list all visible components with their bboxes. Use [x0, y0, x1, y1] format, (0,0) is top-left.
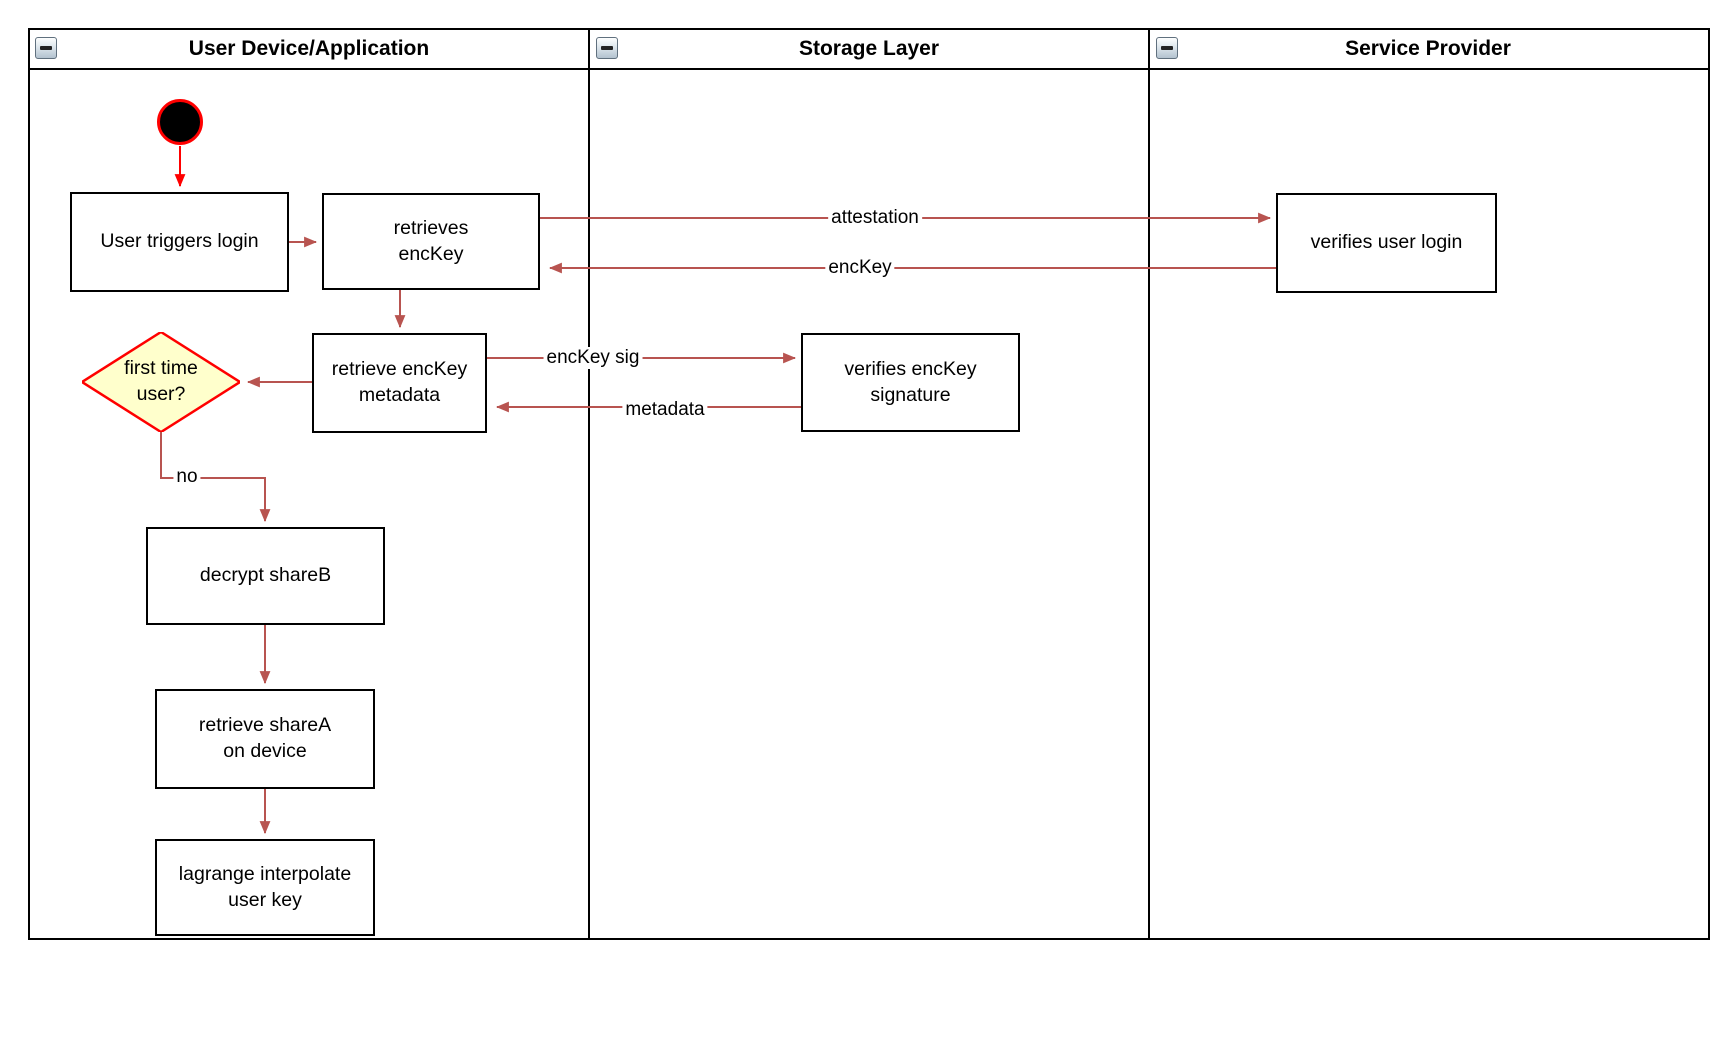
decision-label: first time user? [124, 357, 198, 405]
lane-title: Storage Layer [798, 37, 940, 60]
minus-icon [40, 46, 52, 50]
edge-label-metadata[interactable]: metadata [622, 399, 708, 421]
lane-separator-1 [588, 28, 590, 940]
lane-header-service-provider[interactable]: Service Provider [1150, 30, 1706, 68]
edge-label-enckey[interactable]: encKey [825, 257, 895, 279]
collapse-lane-icon[interactable] [1156, 37, 1178, 59]
lane-title: User Device/Application [188, 37, 430, 60]
collapse-lane-icon[interactable] [596, 37, 618, 59]
minus-icon [1161, 46, 1173, 50]
edge-label-attestation[interactable]: attestation [828, 207, 922, 229]
minus-icon [601, 46, 613, 50]
node-lagrange-interpolate[interactable]: lagrange interpolate user key [155, 839, 375, 936]
node-verifies-enckey-signature[interactable]: verifies encKey signature [801, 333, 1020, 432]
lane-header-user-device[interactable]: User Device/Application [30, 30, 588, 68]
edge-label-enckey-sig[interactable]: encKey sig [543, 347, 643, 369]
node-retrieves-enckey[interactable]: retrieves encKey [322, 193, 540, 290]
node-retrieve-enckey-metadata[interactable]: retrieve encKey metadata [312, 333, 487, 433]
node-decrypt-shareb[interactable]: decrypt shareB [146, 527, 385, 625]
initial-state-node[interactable] [157, 99, 203, 145]
lane-title: Service Provider [1345, 37, 1511, 60]
lane-header-storage-layer[interactable]: Storage Layer [590, 30, 1148, 68]
lane-header-divider [28, 68, 1710, 70]
edge-label-no[interactable]: no [173, 466, 201, 488]
node-user-triggers-login[interactable]: User triggers login [70, 192, 289, 292]
node-retrieve-sharea[interactable]: retrieve shareA on device [155, 689, 375, 789]
lane-separator-2 [1148, 28, 1150, 940]
decision-first-time-user[interactable]: first time user? [82, 332, 240, 432]
diamond-shape [82, 332, 240, 432]
collapse-lane-icon[interactable] [35, 37, 57, 59]
node-verifies-user-login[interactable]: verifies user login [1276, 193, 1497, 293]
swimlane-pool-border [28, 28, 1710, 940]
